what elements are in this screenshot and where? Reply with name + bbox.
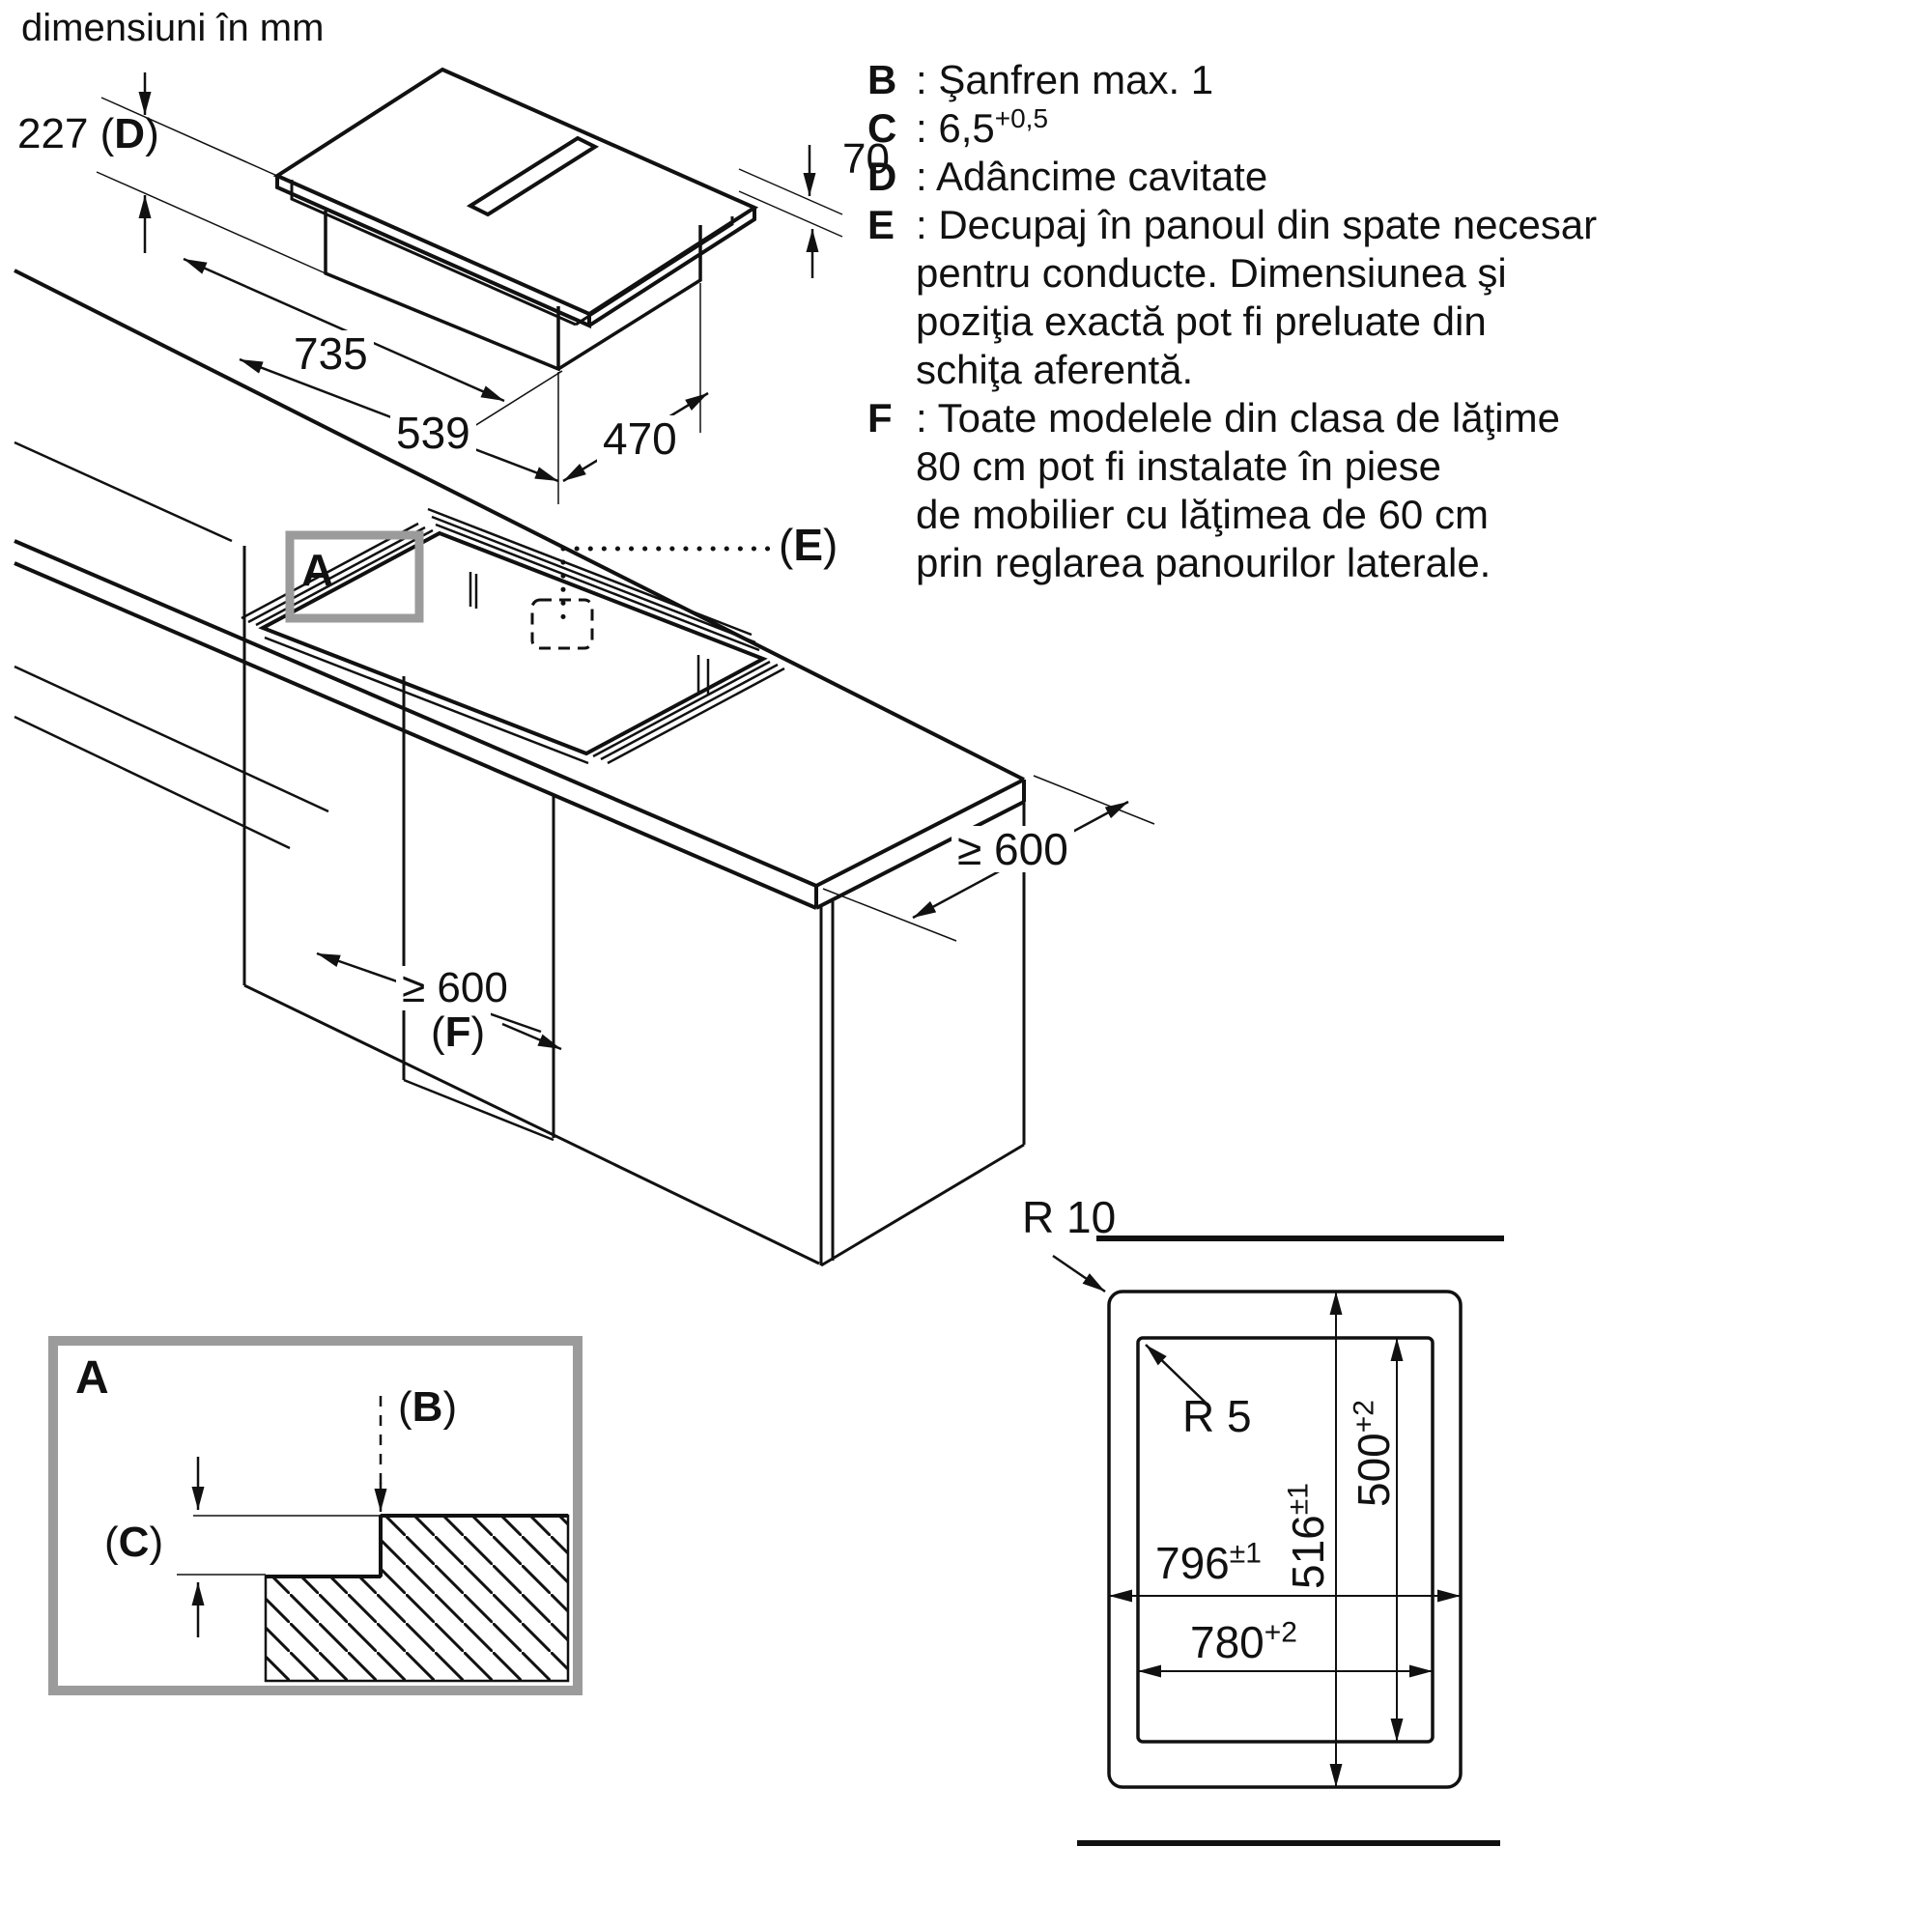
hob-vent-slot — [466, 135, 600, 217]
detail-a-highlight — [285, 530, 424, 623]
hob-duct-side — [557, 225, 702, 371]
note-f3: de mobilier cu lăţimea de 60 cm — [916, 492, 1489, 537]
cutout-detail-a-label: A — [301, 545, 334, 595]
hob-glass-top — [272, 67, 759, 317]
detail-hatch-region — [264, 1514, 570, 1683]
plan-cutout — [1052, 1236, 1504, 1846]
label-f: (F) — [425, 1009, 492, 1056]
detail-a-label: A — [75, 1352, 109, 1404]
worktop-back-edge — [14, 269, 1025, 781]
plan-dim-500-label: 500+2 — [1348, 1400, 1399, 1507]
detail-b-label: (B) — [398, 1383, 458, 1431]
note-f-key: F — [867, 395, 893, 440]
dim-539-label: 539 — [390, 410, 476, 456]
plan-dim-796-label: 796±1 — [1155, 1537, 1262, 1588]
dim-735-label: 735 — [288, 330, 374, 377]
note-b: B: Şanfren max. 1 — [867, 57, 1214, 102]
note-e: E: Decupaj în panoul din spate necesar — [867, 202, 1598, 247]
wall-line-left — [14, 440, 233, 543]
note-e4: schiţa aferentă. — [916, 347, 1194, 392]
cabinet-vertical-door-right — [819, 901, 835, 1265]
ext-600r-left — [822, 888, 957, 942]
worktop-front-edge — [14, 539, 817, 888]
dim-227-label: 227 (D) — [17, 110, 159, 157]
cabinet-bottom-front — [243, 983, 820, 1265]
note-c-key: C — [867, 105, 897, 151]
note-d-key: D — [867, 154, 897, 199]
plan-r5-label: R 5 — [1182, 1391, 1252, 1441]
plan-r5-arrow — [1145, 1344, 1207, 1404]
dim-600-right-label: ≥ 600 — [952, 826, 1074, 872]
ext-227-bottom — [96, 171, 327, 274]
plan-dim-780-label: 780+2 — [1190, 1616, 1297, 1667]
cutout-connectors — [469, 572, 710, 696]
hob-glass-thickness — [275, 176, 756, 329]
cabinet-floor-edge — [403, 1078, 554, 1142]
note-c: C: 6,5+0,5 — [867, 103, 1049, 152]
wall-line-lower-2 — [14, 715, 291, 850]
label-e: (E) — [779, 520, 838, 570]
note-b-key: B — [867, 57, 897, 102]
note-e3: poziţia exactă pot fi preluate din — [916, 298, 1487, 344]
ext-70-top — [738, 168, 843, 215]
ext-70-bottom — [738, 190, 843, 238]
note-e-key: E — [867, 202, 895, 247]
note-d: D: Adâncime cavitate — [867, 154, 1268, 199]
plan-r10-label: R 10 — [1022, 1192, 1117, 1242]
ext-735-right — [463, 370, 563, 434]
note-e2: pentru conducte. Dimensiunea şi — [916, 250, 1507, 296]
dim-70-label: 70 — [842, 135, 890, 183]
dim-600f-arrow — [501, 1022, 562, 1051]
ext-227-top — [100, 97, 278, 177]
legend-notes: B: Şanfren max. 1 C: 6,5+0,5 D: Adâncime… — [867, 56, 1597, 587]
cutout-front-inner-wall — [264, 636, 589, 765]
detail-a-frame — [48, 1336, 582, 1695]
plan-dim-516-label: 516±1 — [1282, 1483, 1333, 1589]
e-cutout-dashed-rect — [530, 598, 594, 650]
dim-600-f-label: ≥ 600 — [396, 965, 514, 1011]
detail-a-box — [48, 1336, 582, 1695]
plan-outer-rect — [1107, 1290, 1463, 1789]
cutout-ridges-back — [427, 507, 760, 652]
detail-c-label: (C) — [104, 1519, 164, 1566]
note-f4: prin reglarea panourilor laterale. — [916, 540, 1492, 585]
note-f2: 80 cm pot fi instalate în piese — [916, 443, 1441, 489]
cutout-ridges-right — [592, 660, 785, 765]
cabinet-bottom-right — [820, 1143, 1025, 1267]
wall-line-lower-1 — [14, 665, 329, 813]
hob-isometric — [272, 67, 759, 372]
ext-600r-right — [1033, 775, 1155, 825]
plan-inner-rect — [1136, 1336, 1435, 1744]
hob-dimensions — [96, 72, 843, 504]
page-title: dimensiuni în mm — [21, 7, 325, 49]
cutout-hole — [258, 530, 768, 756]
note-f: F: Toate modelele din clasa de lăţime — [867, 395, 1560, 440]
plan-r10-arrow — [1052, 1254, 1106, 1293]
dim-470-label: 470 — [597, 415, 683, 462]
worktop-front-bottom — [14, 561, 817, 910]
